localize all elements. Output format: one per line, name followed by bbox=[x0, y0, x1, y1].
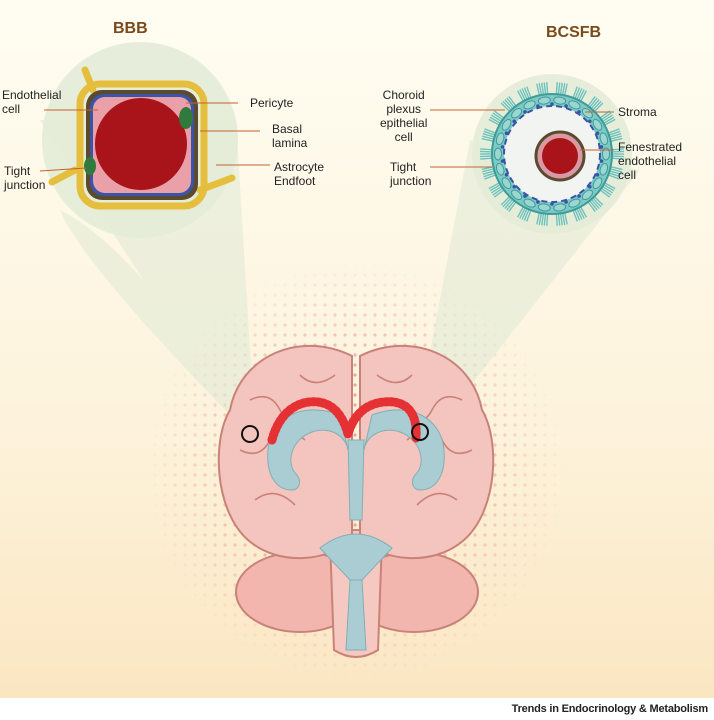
brain-illustration bbox=[217, 344, 495, 658]
tight-junction-bbb bbox=[84, 157, 96, 175]
bcsfb-leader-lines bbox=[430, 109, 614, 168]
bbb-location-marker bbox=[241, 425, 259, 443]
label-basal-lamina: Basal lamina bbox=[272, 122, 308, 150]
epithelial-villi bbox=[480, 82, 624, 226]
astrocyte-endfoot bbox=[48, 66, 236, 210]
pericyte bbox=[179, 107, 193, 129]
label-fenestrated-endothelial-cell: Fenestrated endothelial cell bbox=[618, 140, 683, 182]
choroid-plexus bbox=[267, 397, 421, 451]
bbb-lumen-blood bbox=[95, 98, 187, 190]
bcsfb-location-marker bbox=[411, 423, 429, 441]
label-stroma: Stroma bbox=[618, 105, 657, 119]
bcsfb-lumen-blood bbox=[542, 138, 578, 174]
label-astrocyte-endfoot: Astrocyte Endfoot bbox=[274, 160, 325, 188]
label-endothelial-cell: Endothelial cell bbox=[2, 88, 62, 116]
bcsfb-zoom-panel bbox=[472, 74, 632, 234]
label-pericyte: Pericyte bbox=[250, 96, 294, 110]
journal-footer: Trends in Endocrinology & Metabolism bbox=[511, 703, 709, 715]
label-choroid-plexus-cell: Choroid plexus epithelial cell bbox=[380, 88, 428, 144]
bbb-title: BBB bbox=[113, 20, 148, 37]
label-tight-junction-bbb: Tight junction bbox=[4, 164, 46, 192]
bbb-zoom-panel bbox=[42, 42, 238, 238]
ventricles bbox=[267, 409, 445, 651]
bbb-leader-lines bbox=[39, 102, 270, 172]
label-tight-junction-bcsfb: Tight junction bbox=[390, 160, 432, 188]
epithelial-cells bbox=[494, 96, 610, 212]
bcsfb-title: BCSFB bbox=[546, 24, 602, 41]
